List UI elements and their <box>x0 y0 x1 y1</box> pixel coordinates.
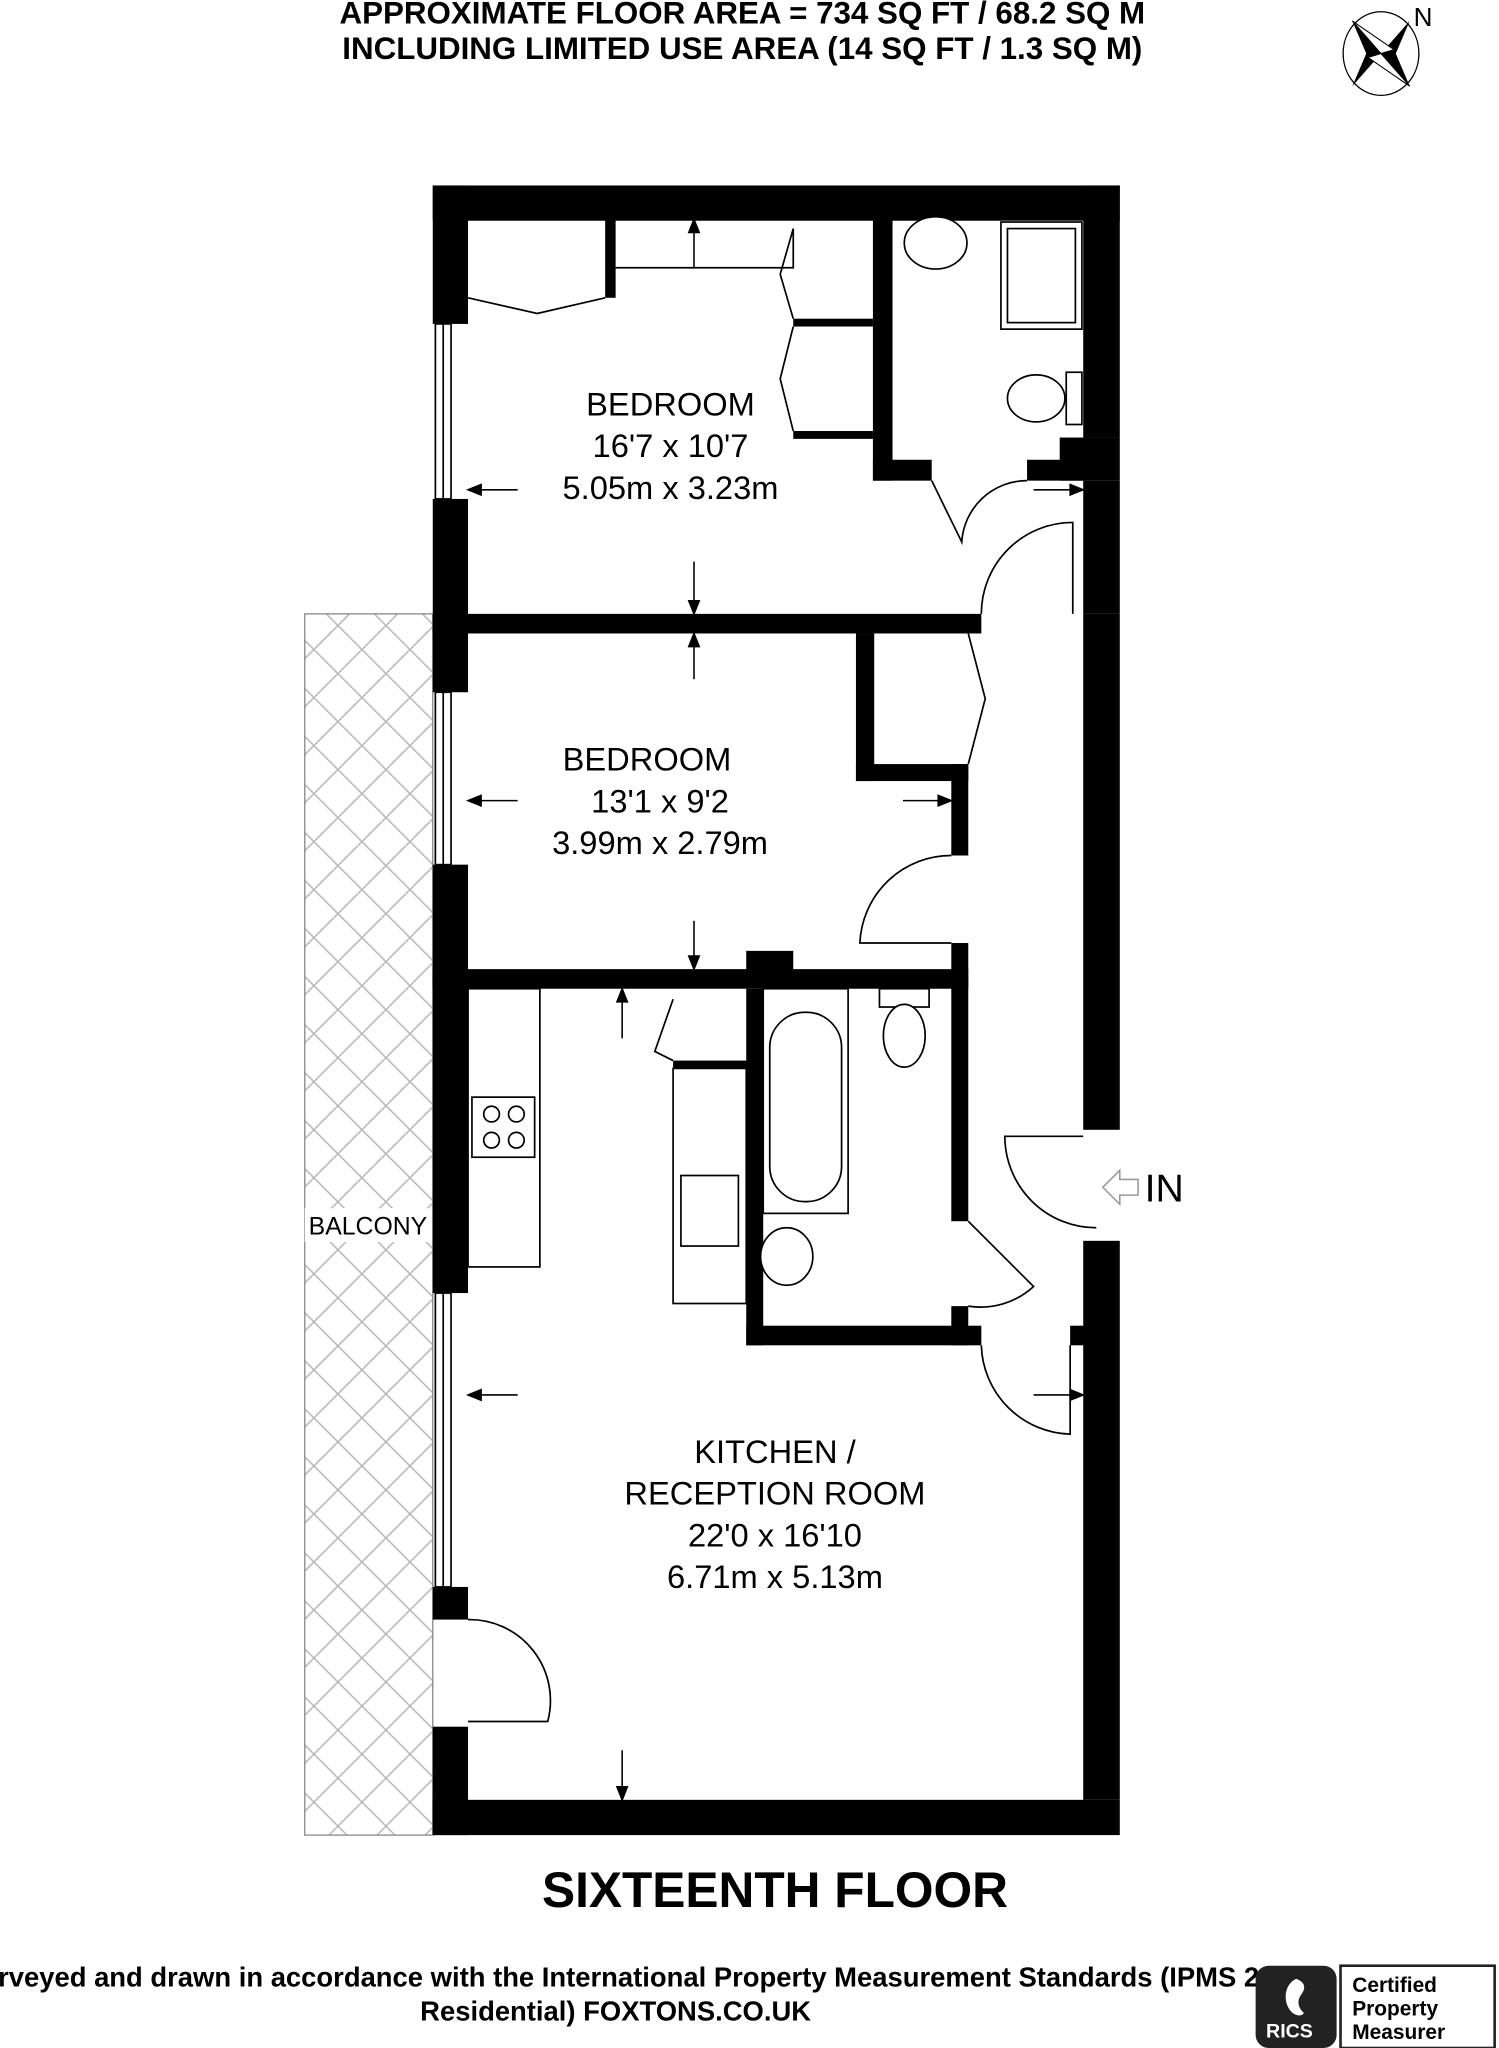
windows <box>434 323 452 1588</box>
doors <box>467 228 1097 1723</box>
svg-text:RECEPTION ROOM: RECEPTION ROOM <box>624 1475 925 1512</box>
svg-text:KITCHEN /: KITCHEN / <box>694 1433 856 1470</box>
limited-use-area-text: INCLUDING LIMITED USE AREA (14 SQ FT / 1… <box>342 31 1142 66</box>
room-label-bedroom-2: BEDROOM 13'1 x 9'2 3.99m x 2.79m <box>552 741 768 862</box>
fixtures <box>467 215 1083 1305</box>
svg-text:Certified: Certified <box>1352 1974 1437 1997</box>
svg-text:Property: Property <box>1352 1997 1438 2020</box>
svg-text:3.99m x 2.79m: 3.99m x 2.79m <box>552 824 768 861</box>
floor-area-text: APPROXIMATE FLOOR AREA = 734 SQ FT / 68.… <box>339 0 1145 31</box>
balcony-label: BALCONY <box>309 1213 428 1240</box>
svg-text:16'7 x 10'7: 16'7 x 10'7 <box>593 427 749 464</box>
rics-badge: RICS Certified Property Measurer <box>1255 1964 1496 2048</box>
svg-text:22'0 x 16'10: 22'0 x 16'10 <box>688 1516 862 1553</box>
svg-text:BEDROOM: BEDROOM <box>586 385 755 422</box>
compass-icon <box>1342 11 1420 96</box>
svg-text:5.05m x 3.23m: 5.05m x 3.23m <box>563 469 779 506</box>
svg-text:13'1 x 9'2: 13'1 x 9'2 <box>591 782 729 819</box>
footer-line-2: Residential) FOXTONS.CO.UK <box>420 1996 811 2027</box>
room-label-bedroom-1: BEDROOM 16'7 x 10'7 5.05m x 3.23m <box>563 385 779 506</box>
entrance-label: IN <box>1145 1168 1184 1211</box>
walls <box>432 185 1120 1836</box>
entrance-arrow-icon <box>1101 1168 1139 1207</box>
svg-text:BEDROOM: BEDROOM <box>563 741 732 778</box>
dimension-arrows <box>465 217 1086 1802</box>
footer-line-1: Surveyed and drawn in accordance with th… <box>0 1962 1268 1993</box>
svg-text:Measurer: Measurer <box>1352 2021 1445 2044</box>
svg-text:RICS: RICS <box>1266 2021 1313 2043</box>
room-label-kitchen-reception: KITCHEN / RECEPTION ROOM 22'0 x 16'10 6.… <box>624 1433 925 1595</box>
svg-text:6.71m x 5.13m: 6.71m x 5.13m <box>667 1558 883 1595</box>
north-label: N <box>1414 2 1433 32</box>
floor-title: SIXTEENTH FLOOR <box>542 1862 1008 1918</box>
